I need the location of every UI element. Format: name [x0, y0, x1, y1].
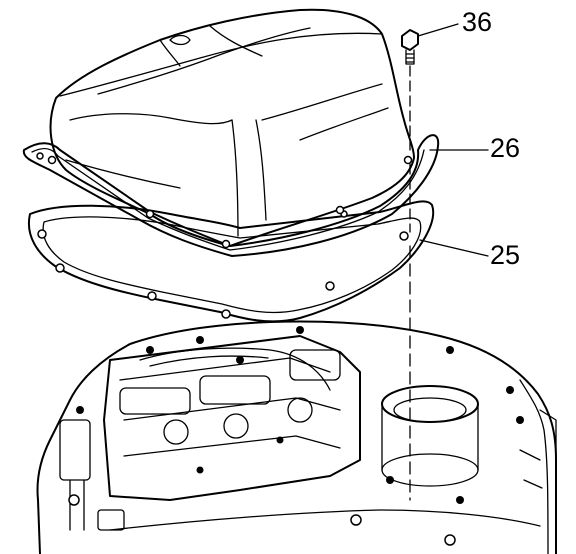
callout-25-label: 25: [490, 240, 521, 270]
bolt: [401, 29, 419, 65]
oil-pan: [47, 8, 415, 249]
callout-26-label: 26: [490, 133, 521, 163]
leader-lines: [417, 23, 489, 257]
cover-plate: [27, 200, 435, 323]
transmission-body: [36, 320, 557, 554]
callout-36-label: 36: [462, 7, 493, 37]
